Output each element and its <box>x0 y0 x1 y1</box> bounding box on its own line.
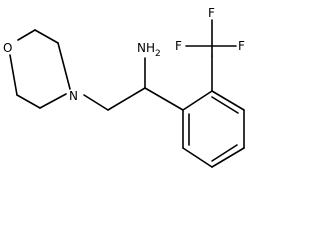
amine-label-subscript: 2 <box>155 49 161 59</box>
amine-label: NH2 <box>137 41 161 59</box>
oxygen-label: O <box>3 41 12 55</box>
ring-double-bond-2 <box>211 144 238 162</box>
ring-bond-5 <box>182 147 213 168</box>
morpholine-ring <box>9 29 71 109</box>
fluorine-right-label: F <box>238 39 245 53</box>
bond-c1-c2 <box>34 29 59 44</box>
amine-label-main: NH <box>137 41 155 55</box>
ring-bond-2 <box>211 90 245 111</box>
benzene-ring <box>182 90 245 168</box>
bond-n-ch2 <box>83 94 109 111</box>
ring-double-bond-1 <box>211 96 239 114</box>
bond-n-c3 <box>39 93 67 109</box>
ring-bond-1 <box>182 90 213 111</box>
bond-c4-o <box>9 54 18 96</box>
structure-diagram: O N NH2 F F F <box>3 6 245 168</box>
fluorine-top-label: F <box>208 6 215 20</box>
bond-c2-n <box>57 42 71 90</box>
bond-c3-c4 <box>16 94 41 109</box>
bond-ch-aryl <box>144 87 184 111</box>
bond-o-c1 <box>17 29 36 41</box>
nitrogen-label: N <box>69 89 78 103</box>
bond-ch2-ch <box>107 87 146 111</box>
ring-bond-4 <box>211 147 245 168</box>
fluorine-left-label: F <box>175 39 182 53</box>
